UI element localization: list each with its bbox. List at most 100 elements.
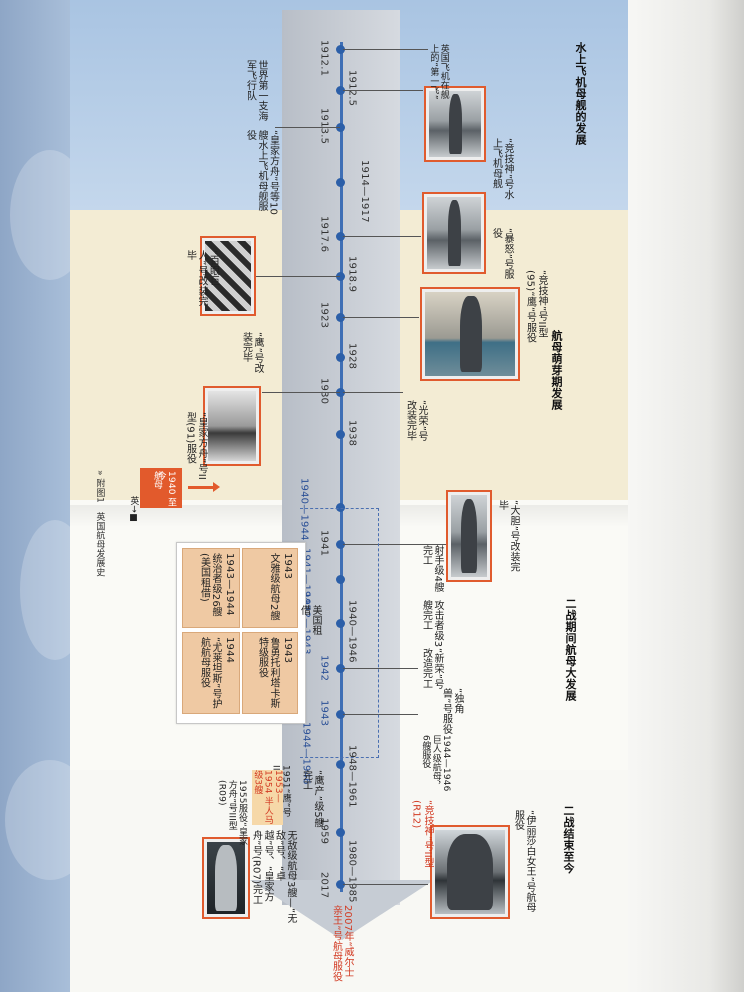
timeline-date: 1914—1917 [359,160,370,223]
cell-text: 文雅级航母2艘 [268,553,279,621]
timeline-date: 1938 [346,420,358,447]
event-text: 1953—1954 半人马级3艘 [252,770,284,825]
timeline-dot [336,45,345,54]
timeline-dot [336,313,345,322]
event-text: “暴怒”号服役 [490,228,514,280]
legend-line1: 1940 至今 [155,471,176,507]
timeline-date: 1912.1 [318,40,330,77]
leader-line [262,392,340,393]
timeline-date: 1943 [318,700,330,727]
timeline-dot [336,430,345,439]
leader-line [343,668,418,669]
leader-line [343,714,418,715]
event-text: 1955服役“皇家方舟”号III型(R09) [216,780,248,846]
leader-line [255,276,340,277]
event-text: 射手级4艘完工 [420,545,444,593]
lend-lease-cell: 1943 文雅级航母2艘 [242,548,298,628]
ship-photo-audacity [446,490,492,582]
cell-year: 1944 [224,637,235,664]
timeline-dot [336,123,345,132]
lend-lease-cell: 1944 “尤莱坦斯”号护航航母服役 [182,632,240,714]
timeline-date: 1917.6 [318,216,330,253]
page-edge [628,0,744,992]
event-text: “百眼巨人”号改装完毕 [184,250,219,307]
event-text: 英国飞机在舰上的“第一飞” [428,44,449,100]
timeline-dot [336,880,345,889]
leader-line [343,884,428,885]
timeline-dot [336,575,345,584]
timeline-dot [336,710,345,719]
timeline-date: 1928 [346,343,358,370]
timeline-date: 1930 [318,378,330,404]
timeline-dot [336,388,345,397]
timeline-date: 1942—1943 [300,592,312,655]
event-text: 攻击者级3艘完工 [420,600,444,648]
timeline-dot [336,828,345,837]
event-text: “鹰”号改装完毕 [240,332,264,374]
timeline-date: 2017 [318,872,330,899]
timeline-date: 1918.9 [346,256,358,293]
timeline-date: 1940—1946 [346,600,358,663]
bottom-note: 2007年“威尔士亲王”号航母服役 [330,905,354,982]
cell-text: “尤莱坦斯”号护航航母服役 [198,637,222,709]
lend-lease-cell: 1943—1944 统治者级26艘(美国租借) [182,548,240,628]
legend-caption: 英→■ [128,496,139,524]
timeline-date: 1948—1961 [346,745,358,808]
figure-caption: » 附图1 英国航母发展史 [94,470,105,577]
timeline-date: 1912.5 [346,70,358,107]
timeline-dot [336,232,345,241]
timeline-date: 1944—1946 [300,722,312,785]
event-text: “新荣”号改造完工 [420,648,444,690]
timeline-date: 1942 [318,655,330,682]
ww2-bracket [300,508,379,758]
section-heading-postwar: 二战结束至今 [562,805,575,874]
event-text: “竞技神”号II型(R12) [410,800,434,869]
event-text: “伊丽莎白女王”号航母服役 [512,810,536,913]
leader-line [275,127,340,128]
leader-line [343,392,403,393]
timeline-dot [336,353,345,362]
timeline-date: 1940—1944 [298,478,310,541]
timeline-date: 1941—1942 [300,548,312,611]
section-heading-seaplane: 水上飞机母舰的发展 [574,42,587,146]
leader-line [343,49,428,50]
ship-photo-hermes-seaplane [424,86,486,162]
leader-line [343,544,448,545]
section-heading-trial: 航母萌芽期发展 [550,330,563,411]
event-text: 1944—1946 巨人级航母，6艘服役 [420,735,452,792]
timeline-dot [336,619,345,628]
timeline-date: 1913.5 [318,108,330,144]
cell-text: 鲁勇托利塔卡斯特级服役 [256,637,280,709]
event-text: 世界第一支海军飞行队 [244,60,268,122]
section-heading-ww2: 二战期间航母大发展 [564,598,577,702]
ship-photo-queen-elizabeth [430,825,510,919]
leader-line [343,317,419,318]
event-text: “大胆”号改装完毕 [496,500,520,572]
leader-line [343,236,421,237]
ship-photo-invincible [202,837,250,919]
event-text: “皇家方舟”号II型(91)服役 [184,412,208,481]
timeline-dot [336,86,345,95]
timeline-dot [336,540,345,549]
event-text: “竞技神”号II型(95)“鹰”号服役 [524,270,548,343]
ship-photo-hermes-eagle [420,287,520,381]
timeline-date: 1923 [318,302,330,329]
timeline-dot [336,664,345,673]
ship-photo-ark-royal [203,386,261,466]
legend-line2: 航母 [152,471,162,490]
cell-year: 1943 [282,637,293,664]
cell-year: 1943—1944 [224,553,235,616]
lend-lease-cell: 1943 鲁勇托利塔卡斯特级服役 [242,632,298,714]
timeline-date: 1941 [318,530,330,557]
ship-photo-furious [422,192,486,274]
legend-arrow-icon [188,482,220,492]
ship-photo-argus [200,236,256,316]
leader-line [343,90,423,91]
event-text: “光荣”号改装完毕 [404,400,428,442]
timeline-dot [336,503,345,512]
timeline-axis [340,42,343,892]
event-text: “独角兽”号服役 [440,688,464,735]
event-text: “皇家方舟”号等10艘水上飞机母舰服役 [244,130,279,216]
timeline-dot [336,178,345,187]
event-text: 无敌级航母3艘—“无敌”号、“卓越”号、“皇家方舟”号(R07)完工 [250,830,297,924]
